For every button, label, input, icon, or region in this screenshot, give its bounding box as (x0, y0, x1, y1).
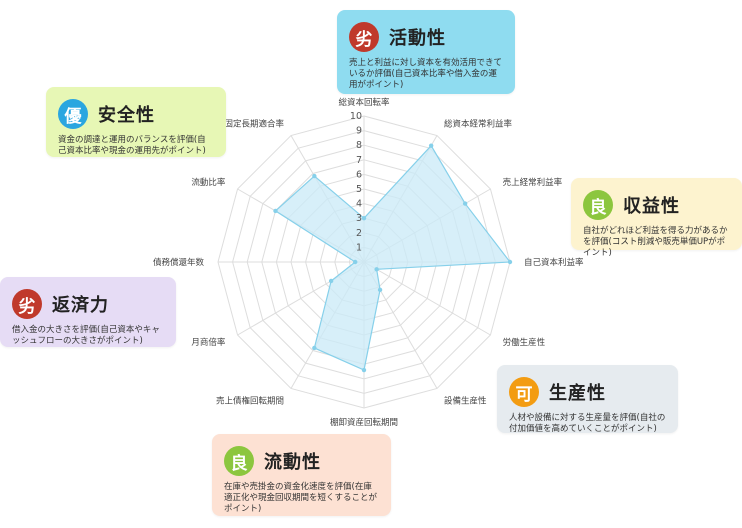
card-productivity: 可 生産性 人材や設備に対する生産量を評価(自社の付加価値を高めていくことがポイ… (497, 365, 678, 434)
axis-label: 売上経常利益率 (503, 177, 563, 188)
tick-label: 10 (350, 111, 362, 122)
tick-label: 9 (356, 126, 362, 137)
card-repayment: 劣 返済力 借入金の大きさを評価(自己資本やキャッシュフローの大きさがポイント) (0, 277, 176, 347)
axis-label: 設備生産性 (444, 396, 487, 407)
axis-label: 労働生産性 (503, 337, 546, 348)
rating-badge-repayment: 劣 (12, 289, 42, 319)
rating-badge-productivity: 可 (509, 377, 539, 407)
card-title-liquidity: 流動性 (264, 452, 321, 473)
data-point (312, 345, 317, 351)
data-point (361, 216, 367, 221)
rating-badge-liquidity: 良 (224, 446, 254, 476)
card-title-activity: 活動性 (389, 28, 446, 49)
tick-label: 4 (356, 199, 362, 210)
axis-label: 総資本回転率 (338, 97, 390, 108)
card-title-repayment: 返済力 (52, 295, 109, 316)
axis-label: 固定長期適合率 (224, 118, 284, 129)
card-title-productivity: 生産性 (549, 383, 606, 404)
radar-series (273, 143, 513, 373)
axis-label: 債務償還年数 (153, 257, 205, 268)
axis-label: 流動比率 (191, 177, 226, 188)
card-desc-repayment: 借入金の大きさを評価(自己資本やキャッシュフローの大きさがポイント) (12, 325, 160, 346)
card-activity: 劣 活動性 売上と利益に対し資本を有効活用できているか評価(自己資本比率や借入金… (337, 10, 515, 94)
card-liquidity: 良 流動性 在庫や売掛金の資金化速度を評価(在庫適正化や現金回収期間を短くするこ… (212, 434, 391, 516)
card-profitability: 良 収益性 自社がどれほど利益を得る力があるかを評価(コスト削減や販売単価UPが… (571, 178, 742, 258)
card-title-safety: 安全性 (98, 105, 155, 126)
tick-label: 1 (356, 242, 362, 253)
tick-label: 8 (356, 140, 362, 151)
data-point (361, 367, 367, 373)
rating-badge-activity: 劣 (349, 22, 379, 52)
card-safety: 優 安全性 資金の調達と運用のバランスを評価(自己資本比率や現金の運用先がポイン… (46, 87, 226, 157)
data-point (462, 201, 468, 206)
data-point (312, 173, 317, 179)
radar-axis-labels: 総資本回転率総資本経常利益率売上経常利益率自己資本利益率労働生産性設備生産性棚卸… (153, 97, 584, 428)
rating-badge-safety: 優 (58, 99, 88, 129)
card-desc-activity: 売上と利益に対し資本を有効活用できているか評価(自己資本比率や借入金の運用がポイ… (349, 58, 503, 90)
data-point (428, 143, 434, 148)
rating-badge-profitability: 良 (583, 190, 613, 220)
radar-ticks: 1 2 3 4 5 6 7 8 9 10 (350, 111, 362, 253)
data-point (273, 208, 278, 214)
grid-spoke (363, 261, 491, 336)
card-desc-productivity: 人材や設備に対する生産量を評価(自社の付加価値を高めていくことがポイント) (509, 413, 666, 434)
data-point (377, 287, 383, 293)
axis-label: 月商倍率 (191, 337, 226, 348)
tick-label: 3 (356, 213, 362, 224)
tick-label: 7 (356, 155, 362, 166)
tick-label: 6 (356, 169, 362, 180)
data-point (507, 259, 513, 265)
axis-label: 自己資本利益率 (524, 257, 584, 268)
tick-label: 5 (356, 184, 362, 195)
card-desc-safety: 資金の調達と運用のバランスを評価(自己資本比率や現金の運用先がポイント) (58, 135, 206, 156)
axis-label: 総資本経常利益率 (444, 118, 513, 129)
tick-label: 2 (356, 228, 362, 239)
data-point (353, 259, 358, 265)
data-point (374, 267, 379, 272)
card-title-profitability: 収益性 (623, 196, 680, 217)
card-desc-liquidity: 在庫や売掛金の資金化速度を評価(在庫適正化や現金回収期間を短くすることがポイント… (224, 482, 378, 514)
series-area (274, 144, 512, 371)
data-point (328, 278, 334, 284)
axis-label: 売上債権回転期間 (216, 396, 284, 407)
axis-label: 棚卸資産回転期間 (330, 417, 398, 428)
card-desc-profitability: 自社がどれほど利益を得る力があるかを評価(コスト削減や販売単価UPがポイント) (583, 226, 728, 258)
